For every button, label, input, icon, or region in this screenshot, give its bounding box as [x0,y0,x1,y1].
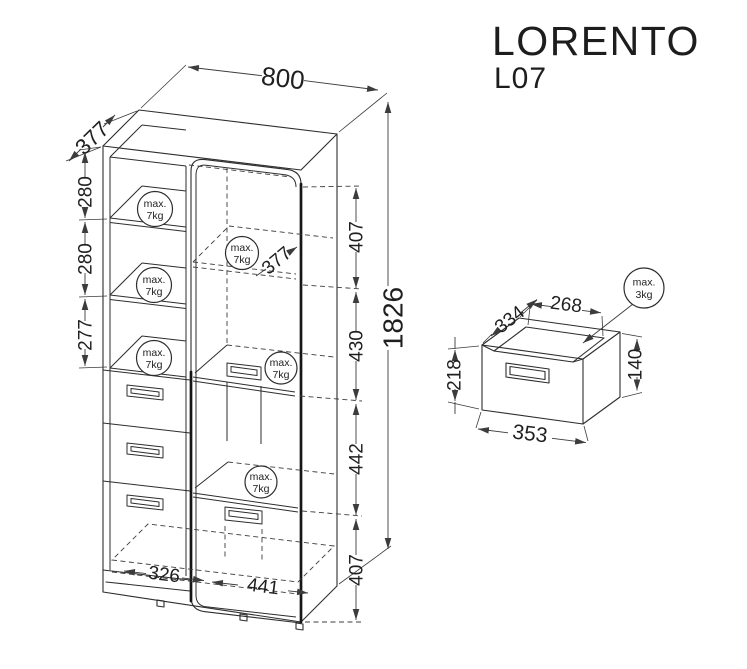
dimension-width: 800 [140,61,388,133]
dimension-drawer-front-height: 218 [445,337,480,414]
shelf-load-badges: max. 7kg max. 7kg max. 7kg max. 7kg max. [135,190,298,499]
dim-drawer-height-label: 140 [626,349,647,381]
dim-drawer-width-label: 353 [511,420,549,447]
dimension-drawer-inner-width: 268 [527,293,604,337]
load-badge-line1: max. [250,471,273,483]
dim-right-section-4: 407 [347,554,368,586]
interior-drawer-handle-lower [224,506,263,525]
drawer-handle-1 [126,384,164,401]
drawer-load-badge: max. 3kg [582,267,665,344]
dim-right-section-3: 442 [347,443,368,475]
dimension-drawer-inner-height: 140 [621,333,647,398]
load-badge-line2: 7kg [146,286,163,298]
load-badge-line2: 7kg [147,210,164,222]
dim-drawer-inner-width-label: 268 [549,293,583,318]
dimension-depth: 377 [65,110,138,162]
dim-right-section-1: 407 [347,221,368,253]
load-badge: max. 7kg [264,351,298,385]
load-badge-line1: max. [231,242,254,254]
door [189,158,303,624]
dimension-drawer-width: 353 [475,411,589,448]
load-badge-line1: max. [143,347,166,359]
load-badge-line1: max. [144,198,167,210]
load-badge: max. 7kg [135,339,173,377]
dimension-height: 1826 [338,102,409,585]
load-badge: max. 7kg [224,235,260,271]
drawer-detail-handle [505,362,550,384]
load-badge-line2: 7kg [273,369,290,381]
load-badge-line2: 3kg [636,289,653,301]
dim-drawer-depth-label: 334 [491,302,529,338]
dimension-interior-depth: 377 [255,243,298,279]
load-badge-line1: max. [270,357,293,369]
load-badge-line1: max. [633,277,656,289]
load-badge-line2: 7kg [253,483,270,495]
dim-floor-width-left: 326 [147,563,181,588]
dim-left-section-3: 277 [76,319,97,351]
load-badge: max. 7kg [135,266,173,304]
dim-left-section-1: 280 [76,176,97,208]
model-code: L07 [494,62,548,95]
load-badge: max. 7kg [136,190,174,228]
dimension-floor-widths: 326 441 [123,563,309,600]
dim-height-label: 1826 [378,287,409,349]
dim-floor-width-right: 441 [246,575,280,600]
load-badge-line2: 7kg [234,254,251,266]
load-badge-line2: 7kg [146,359,163,371]
dim-left-section-2: 280 [76,243,97,275]
brand-title: LORENTO [492,18,700,64]
dim-drawer-front-height-label: 218 [445,359,466,391]
load-badge: max. 7kg [244,465,278,499]
drawer-body [481,317,621,425]
drawer-handle-2 [126,442,164,459]
dim-width-label: 800 [260,61,307,96]
interior-drawer-handle-upper [226,362,262,381]
cabinet-outline [102,109,338,631]
dimension-right-sections: 407 430 442 407 [299,185,368,623]
dimension-left-sections: 280 280 277 [76,146,108,369]
left-column-drawers [102,369,191,511]
drawer-handle-3 [126,494,164,511]
drawer-detail: 334 268 140 218 [445,267,665,448]
load-badge-line1: max. [143,274,166,286]
dimension-drawer-inner-depth: 334 [482,299,538,344]
dim-right-section-2: 430 [347,330,368,362]
